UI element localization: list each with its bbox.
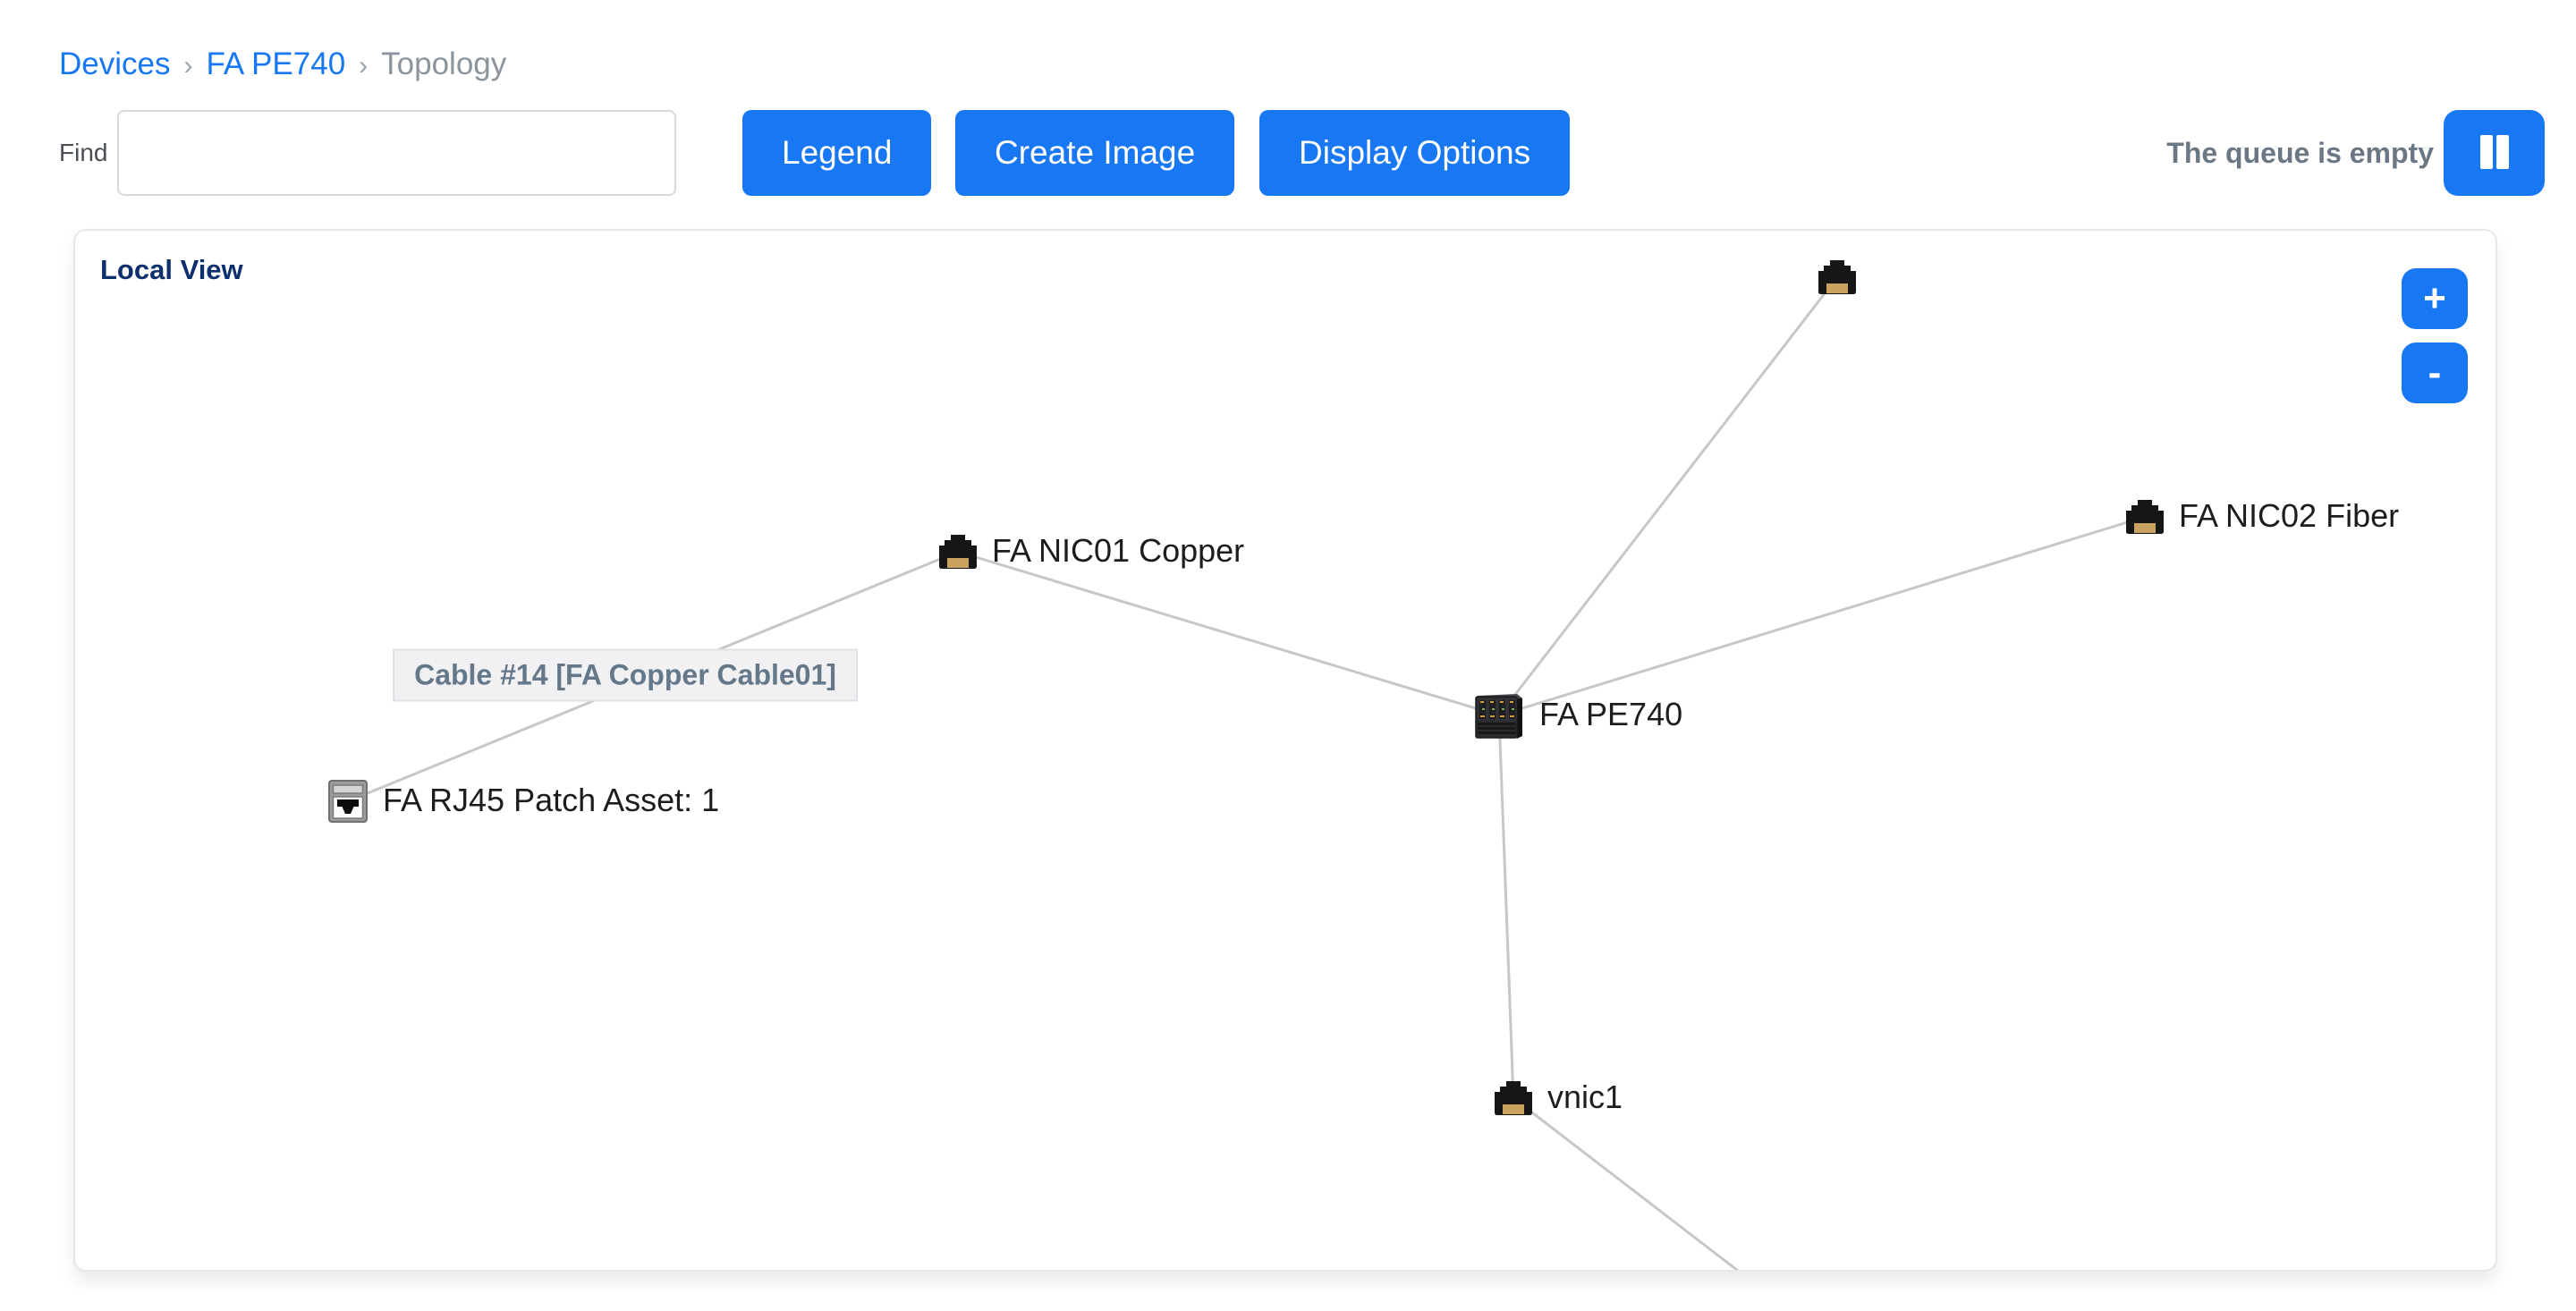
topology-node-fa-nic01[interactable]: FA NIC01 Copper [938,532,1244,574]
cable-link-label[interactable]: Cable #14 [FA Copper Cable01] [393,648,858,702]
breadcrumb: Devices › FA PE740 › Topology [59,47,506,82]
node-label: FA RJ45 Patch Asset: 1 [383,782,720,819]
edges-layer [347,276,2146,1270]
topology-node-fa-pe740[interactable]: FA PE740 [1473,691,1682,745]
topology-edge [1497,276,1839,716]
zoom-in-button[interactable]: + [2402,268,2468,329]
topology-node-port-top[interactable] [1818,259,1857,300]
topology-edge [1498,515,2146,717]
rj45-port-icon [938,534,978,574]
breadcrumb-separator: › [183,51,193,80]
queue-pause-button[interactable] [2444,110,2545,196]
breadcrumb-device[interactable]: FA PE740 [206,47,346,81]
breadcrumb-devices[interactable]: Devices [59,47,171,81]
create-image-button[interactable]: Create Image [955,110,1235,196]
node-label: FA NIC01 Copper [992,532,1245,570]
find-input[interactable] [117,110,676,196]
zoom-out-button[interactable]: - [2402,343,2468,403]
find-label: Find [59,139,108,166]
topology-edge [1497,715,1515,1099]
queue-status: The queue is empty [2166,137,2434,169]
rj45-port-icon [1494,1080,1533,1121]
rj45-port-icon [1818,259,1857,300]
node-label: FA PE740 [1539,696,1683,733]
patch-panel-icon [327,778,369,829]
node-label: vnic1 [1547,1078,1623,1116]
rj45-port-icon [2125,499,2165,539]
breadcrumb-separator: › [359,51,369,80]
topology-node-fa-rj45-patch[interactable]: FA RJ45 Patch Asset: 1 [327,778,719,829]
topology-edge [1513,1096,1740,1270]
view-title: Local View [100,254,243,285]
breadcrumb-current: Topology [381,47,507,81]
topology-edge [957,550,1500,717]
node-label: FA NIC02 Fiber [2179,497,2400,535]
topology-node-vnic1[interactable]: vnic1 [1494,1078,1623,1121]
server-icon [1473,691,1525,745]
topology-node-fa-nic02[interactable]: FA NIC02 Fiber [2125,497,2399,539]
topology-canvas[interactable]: Local View + - Cable #14 [FA Copper Cabl… [73,229,2497,1272]
legend-button[interactable]: Legend [742,110,932,196]
display-options-button[interactable]: Display Options [1259,110,1571,196]
toolbar: Find Legend Create Image Display Options… [0,110,2576,196]
pause-icon [2474,131,2515,175]
